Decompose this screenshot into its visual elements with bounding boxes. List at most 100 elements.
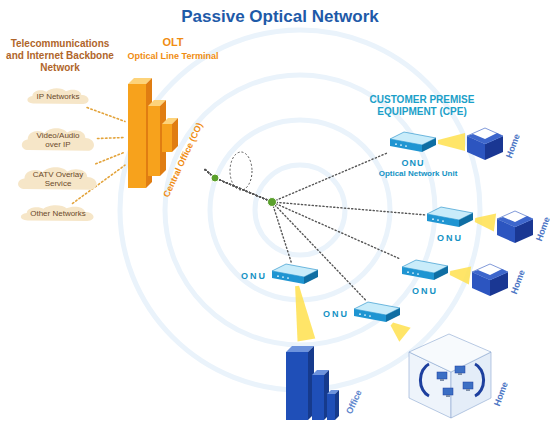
onu-shape: [425, 205, 475, 229]
node-text: ONU: [437, 233, 463, 243]
fiber-loop: [230, 152, 252, 190]
node-text: OLT: [162, 36, 183, 49]
onu-led: [395, 143, 397, 145]
onu-shape: [400, 258, 450, 282]
onu-led: [369, 315, 371, 317]
computer-screen: [437, 372, 447, 379]
onu-led: [432, 218, 434, 220]
building-block: [286, 352, 308, 420]
home-top: [467, 128, 503, 144]
house-shape: [405, 322, 495, 420]
node-text: ONU: [241, 271, 267, 281]
fiber-link: [205, 153, 388, 202]
onu-side: [386, 308, 400, 322]
onu-device: ONU: [400, 258, 450, 282]
network-arc: [475, 364, 484, 396]
computer-stand: [440, 379, 444, 381]
office-shape: [282, 340, 345, 422]
node-text: Other Networks: [30, 209, 86, 218]
computer-stand: [466, 389, 470, 391]
node-text: Optical Line Terminal: [128, 51, 219, 61]
olt-building: OLTOptical Line TerminalCentral Office (…: [125, 72, 205, 200]
onu-shape: [352, 300, 402, 324]
onu-led: [282, 276, 284, 278]
cloud-shape: [18, 167, 97, 190]
home-box: Home: [470, 258, 510, 298]
onu-front: [402, 267, 434, 280]
background-ring: [120, 30, 480, 390]
onu-led: [277, 275, 279, 277]
home-shape: [465, 122, 505, 162]
cloud-shape: [27, 89, 88, 105]
node-text: Video/Audio over IP: [31, 131, 86, 149]
onu-front: [354, 309, 386, 322]
onu-led: [405, 145, 407, 147]
home-inner: [497, 216, 533, 227]
onu-device: ONU: [270, 262, 320, 286]
building-block: [172, 118, 178, 152]
backbone-link: [98, 137, 126, 138]
onu-led: [412, 272, 414, 274]
onu-device: ONU: [352, 300, 402, 324]
onu-led: [400, 144, 402, 146]
node-text: ONU: [402, 158, 425, 168]
node-text: Office: [344, 388, 364, 415]
office-building: Office: [282, 340, 345, 422]
onu-led: [442, 220, 444, 222]
backbone-link: [87, 108, 125, 122]
home-network: Home: [405, 322, 495, 420]
node-text: Home: [509, 268, 527, 295]
computer-screen: [455, 366, 465, 373]
home-top: [497, 211, 533, 227]
onu-side: [434, 266, 448, 280]
network-arc: [420, 364, 429, 396]
network-cloud: Video/Audio over IP: [19, 125, 98, 155]
onu-device: ONUOptical Network Unit: [388, 130, 438, 154]
network-cloud: Other Networks: [18, 203, 98, 224]
light-beam: [450, 267, 471, 285]
light-beam: [475, 214, 496, 232]
cloud-shape: [21, 128, 93, 151]
splice-dot: [211, 174, 219, 182]
onu-led: [359, 313, 361, 315]
node-text: ONU: [412, 286, 438, 296]
cpe-heading: CUSTOMER PREMISE EQUIPMENT (CPE): [347, 94, 497, 118]
home-inner: [467, 133, 503, 144]
node-text: Home: [504, 132, 522, 159]
cloud-shape: [21, 206, 94, 222]
home-shape: [495, 205, 535, 245]
onu-led: [407, 271, 409, 273]
building-block: [128, 84, 146, 188]
onu-shape: [388, 130, 438, 154]
building-block: [312, 375, 324, 420]
node-text: CATV Overlay Service: [27, 170, 89, 188]
background-ring: [255, 165, 345, 255]
home-box: Home: [495, 205, 535, 245]
backbone-link: [96, 152, 125, 164]
building-block: [327, 394, 335, 420]
onu-front: [390, 139, 422, 152]
diagram-title: Passive Optical Network: [120, 7, 440, 27]
onu-side: [422, 138, 436, 152]
backbone-heading: Telecommunications and Internet Backbone…: [3, 38, 117, 74]
onu-side: [459, 213, 473, 227]
home-inner: [472, 269, 508, 280]
light-beam: [295, 286, 315, 342]
building-block: [335, 390, 339, 420]
home-box: Home: [465, 122, 505, 162]
node-text: Optical Network Unit: [379, 169, 458, 178]
computer-stand: [446, 395, 450, 397]
network-cloud: CATV Overlay Service: [15, 164, 101, 194]
onu-led: [417, 273, 419, 275]
network-cloud: IP Networks: [25, 86, 92, 107]
background-rings: [120, 30, 480, 390]
computer-screen: [463, 382, 473, 389]
node-text: Home: [492, 380, 510, 407]
light-beam: [438, 133, 465, 151]
home-top: [472, 264, 508, 280]
computer-screen: [443, 388, 453, 395]
node-text: ONU: [323, 309, 349, 319]
computer-stand: [458, 373, 462, 375]
onu-led: [287, 277, 289, 279]
